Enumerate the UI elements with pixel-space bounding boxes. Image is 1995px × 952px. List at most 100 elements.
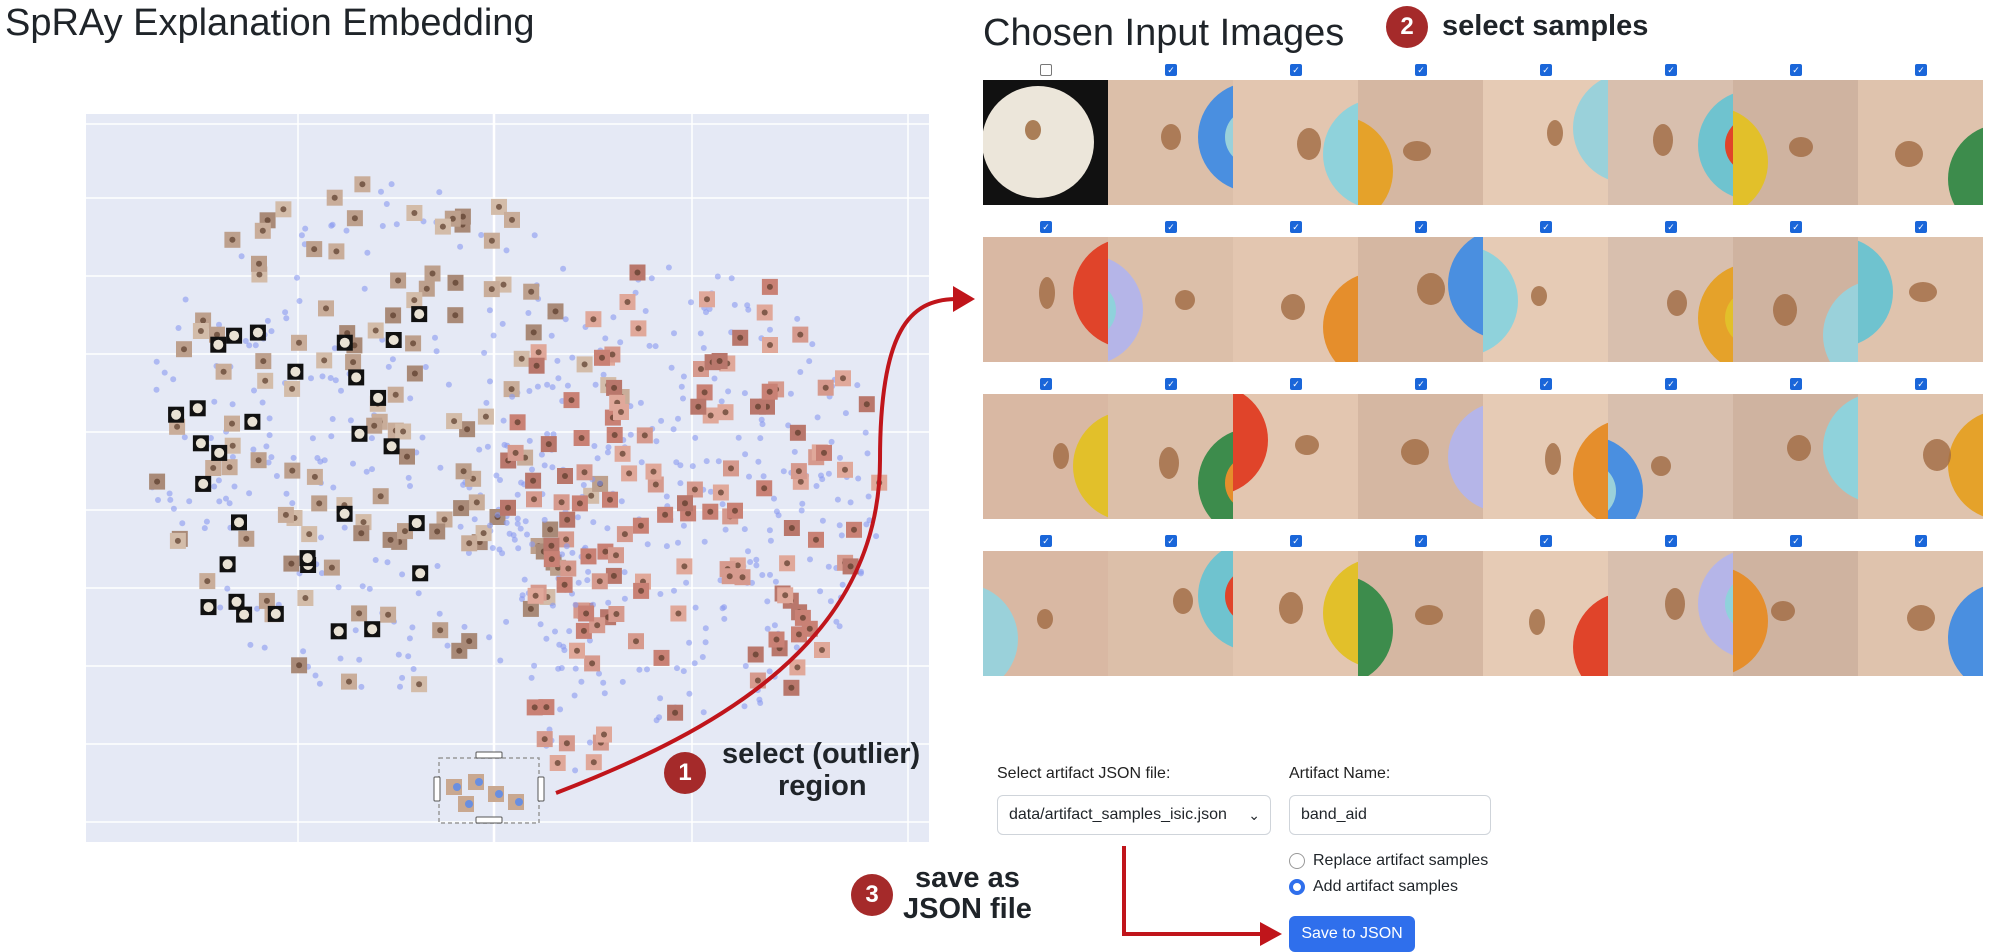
embedding-point	[764, 598, 771, 605]
arrow-file-to-save	[1122, 846, 1262, 936]
thumbnail-cell: ✓	[1108, 531, 1233, 681]
embedding-point	[549, 464, 556, 471]
sample-thumbnail	[1358, 237, 1483, 362]
sample-thumbnail	[1483, 237, 1608, 362]
embedding-point	[283, 490, 290, 497]
thumbnail-cell: ✓	[1483, 60, 1608, 210]
sample-checkbox[interactable]: ✓	[1790, 64, 1802, 76]
sample-checkbox[interactable]: ✓	[1040, 378, 1052, 390]
embedding-point	[798, 507, 805, 514]
thumbnail-cell: ✓	[1858, 217, 1983, 367]
sample-checkbox[interactable]: ✓	[1540, 535, 1552, 547]
embedding-thumbnail-lesion	[402, 528, 408, 535]
embedding-thumbnail-lesion	[695, 403, 702, 410]
embedding-point	[203, 518, 210, 525]
embedding-point	[407, 395, 414, 402]
embedding-thumbnail-dark-inner	[231, 596, 242, 607]
sample-checkbox[interactable]: ✓	[1040, 221, 1052, 233]
embedding-thumbnail-lesion	[154, 478, 161, 485]
embedding-point	[862, 429, 869, 436]
sample-checkbox[interactable]: ✓	[1290, 535, 1302, 547]
sample-checkbox[interactable]: ✓	[1665, 221, 1677, 233]
embedding-point	[201, 525, 208, 532]
embedding-point	[731, 301, 738, 308]
sample-checkbox[interactable]: ✓	[1790, 378, 1802, 390]
embedding-point	[721, 615, 728, 622]
add-samples-radio[interactable]	[1289, 879, 1305, 895]
sample-checkbox[interactable]: ✓	[1540, 378, 1552, 390]
embedding-thumbnail-lesion	[565, 565, 572, 572]
sample-checkbox[interactable]: ✓	[1540, 64, 1552, 76]
embedding-thumbnail-lesion	[496, 203, 502, 210]
sample-checkbox[interactable]: ✓	[1915, 535, 1927, 547]
skin-lesion-image	[983, 237, 1108, 362]
sample-checkbox[interactable]: ✓	[1915, 64, 1927, 76]
embedding-point	[265, 459, 272, 466]
embedding-point	[668, 364, 675, 371]
embedding-thumbnail-lesion	[441, 516, 448, 523]
replace-samples-radio[interactable]	[1289, 853, 1305, 869]
arrow-region-to-images-head	[953, 286, 975, 312]
sample-checkbox[interactable]: ✓	[1665, 378, 1677, 390]
sample-checkbox[interactable]: ✓	[1290, 64, 1302, 76]
skin-lesion-image	[1358, 237, 1483, 362]
artifact-file-select[interactable]: data/artifact_samples_isic.json ⌄	[997, 795, 1271, 835]
embedding-thumbnail-lesion	[613, 611, 620, 617]
sample-checkbox[interactable]: ✓	[1665, 64, 1677, 76]
embedding-thumbnail-lesion	[410, 340, 417, 347]
embedding-point	[601, 690, 608, 697]
sample-checkbox[interactable]: ✓	[1415, 378, 1427, 390]
embedding-point	[772, 578, 779, 585]
embedding-thumbnail-lesion	[360, 519, 367, 526]
embedding-point	[493, 472, 500, 479]
embedding-thumbnail-lesion	[323, 305, 329, 312]
save-to-json-button[interactable]: Save to JSON	[1289, 916, 1415, 952]
embedding-point	[741, 526, 748, 533]
sample-checkbox[interactable]: ✓	[1915, 221, 1927, 233]
embedding-point	[549, 602, 556, 609]
embedding-scatter-plot[interactable]	[86, 114, 929, 842]
artifact-name-input[interactable]: band_aid	[1289, 795, 1491, 835]
embedding-point	[688, 299, 694, 306]
embedding-point	[399, 571, 406, 578]
sample-checkbox[interactable]: ✓	[1290, 221, 1302, 233]
embedding-point	[503, 519, 510, 526]
embedding-point	[246, 490, 253, 497]
sample-checkbox[interactable]: ✓	[1165, 64, 1177, 76]
sample-checkbox[interactable]: ✓	[1415, 221, 1427, 233]
sample-checkbox[interactable]: ✓	[1540, 221, 1552, 233]
sample-checkbox[interactable]: ✓	[1790, 221, 1802, 233]
embedding-point	[758, 416, 765, 423]
sample-checkbox[interactable]: ✓	[1790, 535, 1802, 547]
embedding-point	[215, 477, 222, 484]
skin-lesion-image	[1108, 551, 1233, 676]
sample-checkbox[interactable]: ✓	[1165, 535, 1177, 547]
sample-checkbox[interactable]: ✓	[1040, 535, 1052, 547]
embedding-point	[531, 662, 538, 669]
sample-checkbox[interactable]	[1040, 64, 1052, 76]
embedding-point	[692, 604, 699, 611]
embedding-point	[686, 639, 693, 646]
embedding-point	[363, 468, 370, 475]
sample-checkbox[interactable]: ✓	[1415, 535, 1427, 547]
embedding-point	[478, 232, 485, 238]
sample-checkbox[interactable]: ✓	[1915, 378, 1927, 390]
sample-checkbox[interactable]: ✓	[1415, 64, 1427, 76]
sample-checkbox[interactable]: ✓	[1290, 378, 1302, 390]
embedding-point	[335, 584, 342, 591]
embedding-thumbnail-lesion	[262, 377, 269, 384]
embedding-point	[741, 703, 748, 710]
embedding-point	[863, 521, 870, 528]
embedding-point	[671, 330, 677, 337]
embedding-point	[487, 522, 493, 529]
sample-checkbox[interactable]: ✓	[1665, 535, 1677, 547]
embedding-point	[166, 490, 173, 497]
embedding-thumbnail-lesion	[530, 477, 537, 484]
sample-checkbox[interactable]: ✓	[1165, 378, 1177, 390]
embedding-plot-svg[interactable]	[86, 114, 929, 842]
embedding-thumbnail-lesion	[797, 331, 804, 338]
embedding-point	[610, 314, 617, 321]
sample-checkbox[interactable]: ✓	[1165, 221, 1177, 233]
embedding-point	[337, 655, 344, 662]
embedding-point	[515, 545, 522, 552]
